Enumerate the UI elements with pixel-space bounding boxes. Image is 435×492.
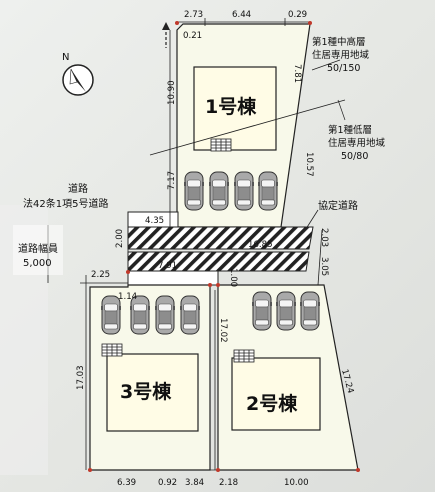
dim-label: 2.25 [91,270,110,280]
dim-label: 3.84 [185,478,204,488]
dim-label: 1.00 [228,268,238,287]
car-icon [179,295,201,335]
stairs-icon [101,343,123,357]
building-2 [231,357,321,431]
car-icon [257,171,279,211]
car-icon [183,171,205,211]
car-icon [208,171,230,211]
road-width-label: 道路幅員 [18,242,58,255]
dim-label: 2.03 [319,228,329,247]
dim-label: 10.90 [167,80,177,105]
dim-label: 2.73 [184,10,203,20]
dim-label: 2.00 [115,229,125,248]
car-icon [233,171,255,211]
dim-label: 0.92 [158,478,177,488]
dim-label: 3.05 [319,257,329,276]
road-law: 法42条1項5号道路 [23,197,108,210]
dim-label: 2.18 [219,478,238,488]
parking-lot-2 [251,291,321,331]
stairs-icon [233,349,255,363]
private-road-label: 協定道路 [318,199,358,212]
dim-label: 17.02 [218,318,228,343]
dim-label: 10.57 [304,152,314,177]
road-width-value: 5,000 [23,258,52,269]
north-label: N [62,52,69,63]
road-title: 道路 [68,182,88,195]
dim-label: 6.39 [117,478,136,488]
dim-label: 7.91 [158,261,177,271]
dim-label: 6.44 [232,10,251,20]
north-arrow-icon: N [62,52,94,96]
dim-label: 17.03 [76,365,86,390]
dim-label: 0.29 [288,10,307,20]
zone-upper-3: 50/150 [327,63,360,74]
dim-label: 4.35 [145,216,164,226]
car-icon [251,291,273,331]
zone-lower-1: 第1種低層 [328,124,372,136]
private-road-hatched [127,226,314,250]
zoning-boundary [149,99,346,156]
building-2-label: 2号棟 [246,392,298,415]
dim-label: 7.17 [167,171,177,190]
dim-label: 0.21 [183,31,202,41]
boundary-markers [88,21,360,472]
car-icon [275,291,297,331]
building-3-label: 3号棟 [120,380,172,403]
building-1 [193,66,277,151]
private-road-hatched-2 [127,251,310,272]
dim-label: 1.14 [118,292,137,302]
car-icon [154,295,176,335]
dim-label: 7.81 [292,64,302,83]
zone-lower-3: 50/80 [341,151,368,162]
building-1-label: 1号棟 [205,95,257,118]
arrow-up-icon [162,22,170,48]
building-3 [106,353,199,432]
zone-lower-2: 住居専用地域 [328,137,386,149]
road-middle [127,270,219,286]
stairs-icon [210,138,232,152]
dim-label: 10.00 [284,478,309,488]
zone-upper-2: 住居専用地域 [312,49,370,61]
zone-upper-1: 第1種中高層 [312,36,366,48]
dim-label: 16.85 [248,240,273,250]
car-icon [299,291,321,331]
